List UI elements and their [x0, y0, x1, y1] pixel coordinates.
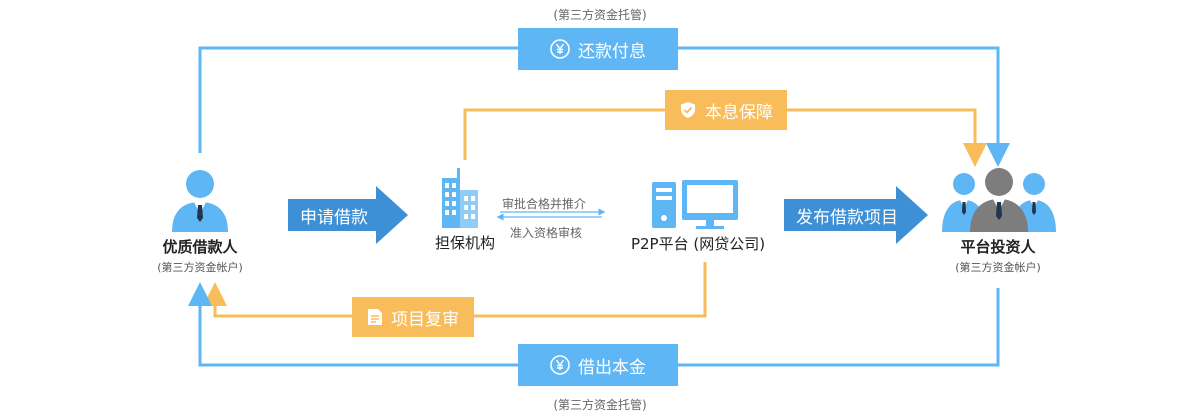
person-icon — [168, 168, 232, 232]
guarantor-name: 担保机构 — [434, 234, 495, 252]
apply-arrow-text: 申请借款 — [300, 207, 368, 228]
computer-icon — [652, 178, 742, 230]
investors-name: 平台投资人 — [960, 238, 1036, 256]
repay-label: 还款付息 — [518, 28, 678, 70]
lend-label: 借出本金 — [518, 344, 678, 386]
lend-label-text: 借出本金 — [578, 357, 646, 378]
exchange-backward-text: 准入资格审核 — [510, 226, 583, 240]
shield-check-icon — [679, 101, 697, 119]
review-label: 项目复审 — [352, 297, 474, 337]
apply-arrow: 申请借款 — [288, 186, 408, 244]
exchange-forward-text: 审批合格并推介 — [502, 197, 587, 211]
repay-label-text: 还款付息 — [578, 41, 646, 62]
yen-circle-icon — [550, 355, 570, 375]
borrower-sub: (第三方资金帐户) — [157, 261, 243, 274]
building-icon — [438, 168, 482, 228]
borrower-name: 优质借款人 — [162, 238, 238, 256]
review-label-text: 项目复审 — [391, 309, 459, 330]
investors-sub: (第三方资金帐户) — [955, 261, 1041, 274]
yen-circle-icon — [550, 39, 570, 59]
guarantee-label: 本息保障 — [665, 90, 787, 130]
guarantee-label-text: 本息保障 — [705, 102, 773, 123]
bottom-note: (第三方资金托管) — [553, 398, 647, 412]
publish-arrow: 发布借款项目 — [784, 186, 928, 244]
top-note: (第三方资金托管) — [553, 8, 647, 22]
platform-name: P2P平台 (网贷公司) — [630, 235, 766, 253]
people-group-icon — [940, 166, 1058, 232]
publish-arrow-text: 发布借款项目 — [796, 207, 898, 228]
document-icon — [367, 308, 383, 326]
